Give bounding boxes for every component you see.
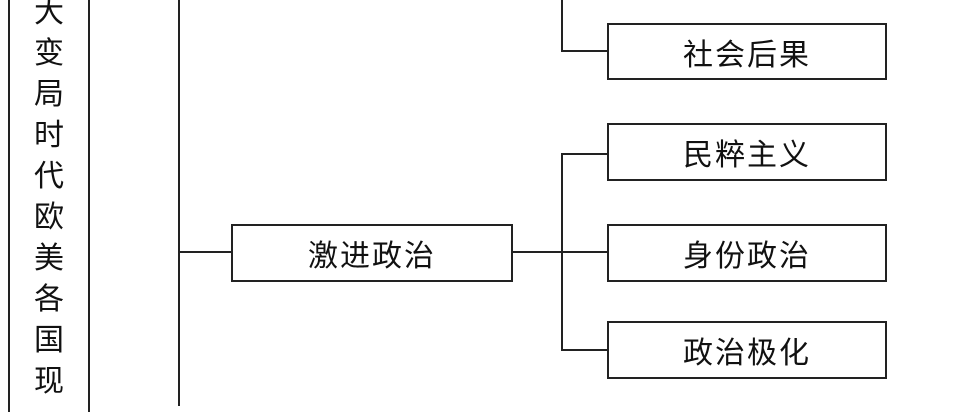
- title-char: 大: [34, 0, 64, 30]
- top-node-label: 社会后果: [683, 37, 811, 73]
- title-char: 各: [34, 282, 64, 317]
- title-char: 欧: [34, 200, 64, 235]
- branch-connector-1: [561, 153, 608, 155]
- branch-connector-3: [561, 349, 608, 351]
- child-node-2: 身份政治: [607, 224, 887, 282]
- title-char: 国: [34, 323, 64, 358]
- child-node-label: 政治极化: [683, 336, 811, 371]
- top-branch-connector: [561, 50, 608, 52]
- top-branch-vertical-line: [561, 0, 563, 52]
- vertical-title-box: 大 变 局 时 代 欧 美 各 国 现: [8, 0, 90, 412]
- title-char: 时: [34, 118, 64, 153]
- branch-connector-2: [561, 251, 608, 253]
- title-char: 美: [34, 241, 64, 276]
- child-node-3: 政治极化: [607, 321, 887, 379]
- child-node-label: 民粹主义: [683, 138, 811, 173]
- top-node: 社会后果: [607, 23, 887, 80]
- title-char: 现: [34, 364, 64, 399]
- trunk-line: [178, 0, 180, 406]
- child-node-label: 身份政治: [683, 239, 811, 274]
- title-char: 局: [34, 77, 64, 112]
- title-char: 代: [34, 159, 64, 194]
- title-char: 变: [34, 36, 64, 71]
- center-node-label: 激进政治: [308, 239, 436, 274]
- vertical-title-text: 大 变 局 时 代 欧 美 各 国 现: [10, 0, 88, 402]
- center-node: 激进政治: [231, 224, 513, 282]
- child-node-1: 民粹主义: [607, 123, 887, 181]
- center-to-branch-connector: [513, 251, 562, 253]
- trunk-to-center-connector: [180, 251, 232, 253]
